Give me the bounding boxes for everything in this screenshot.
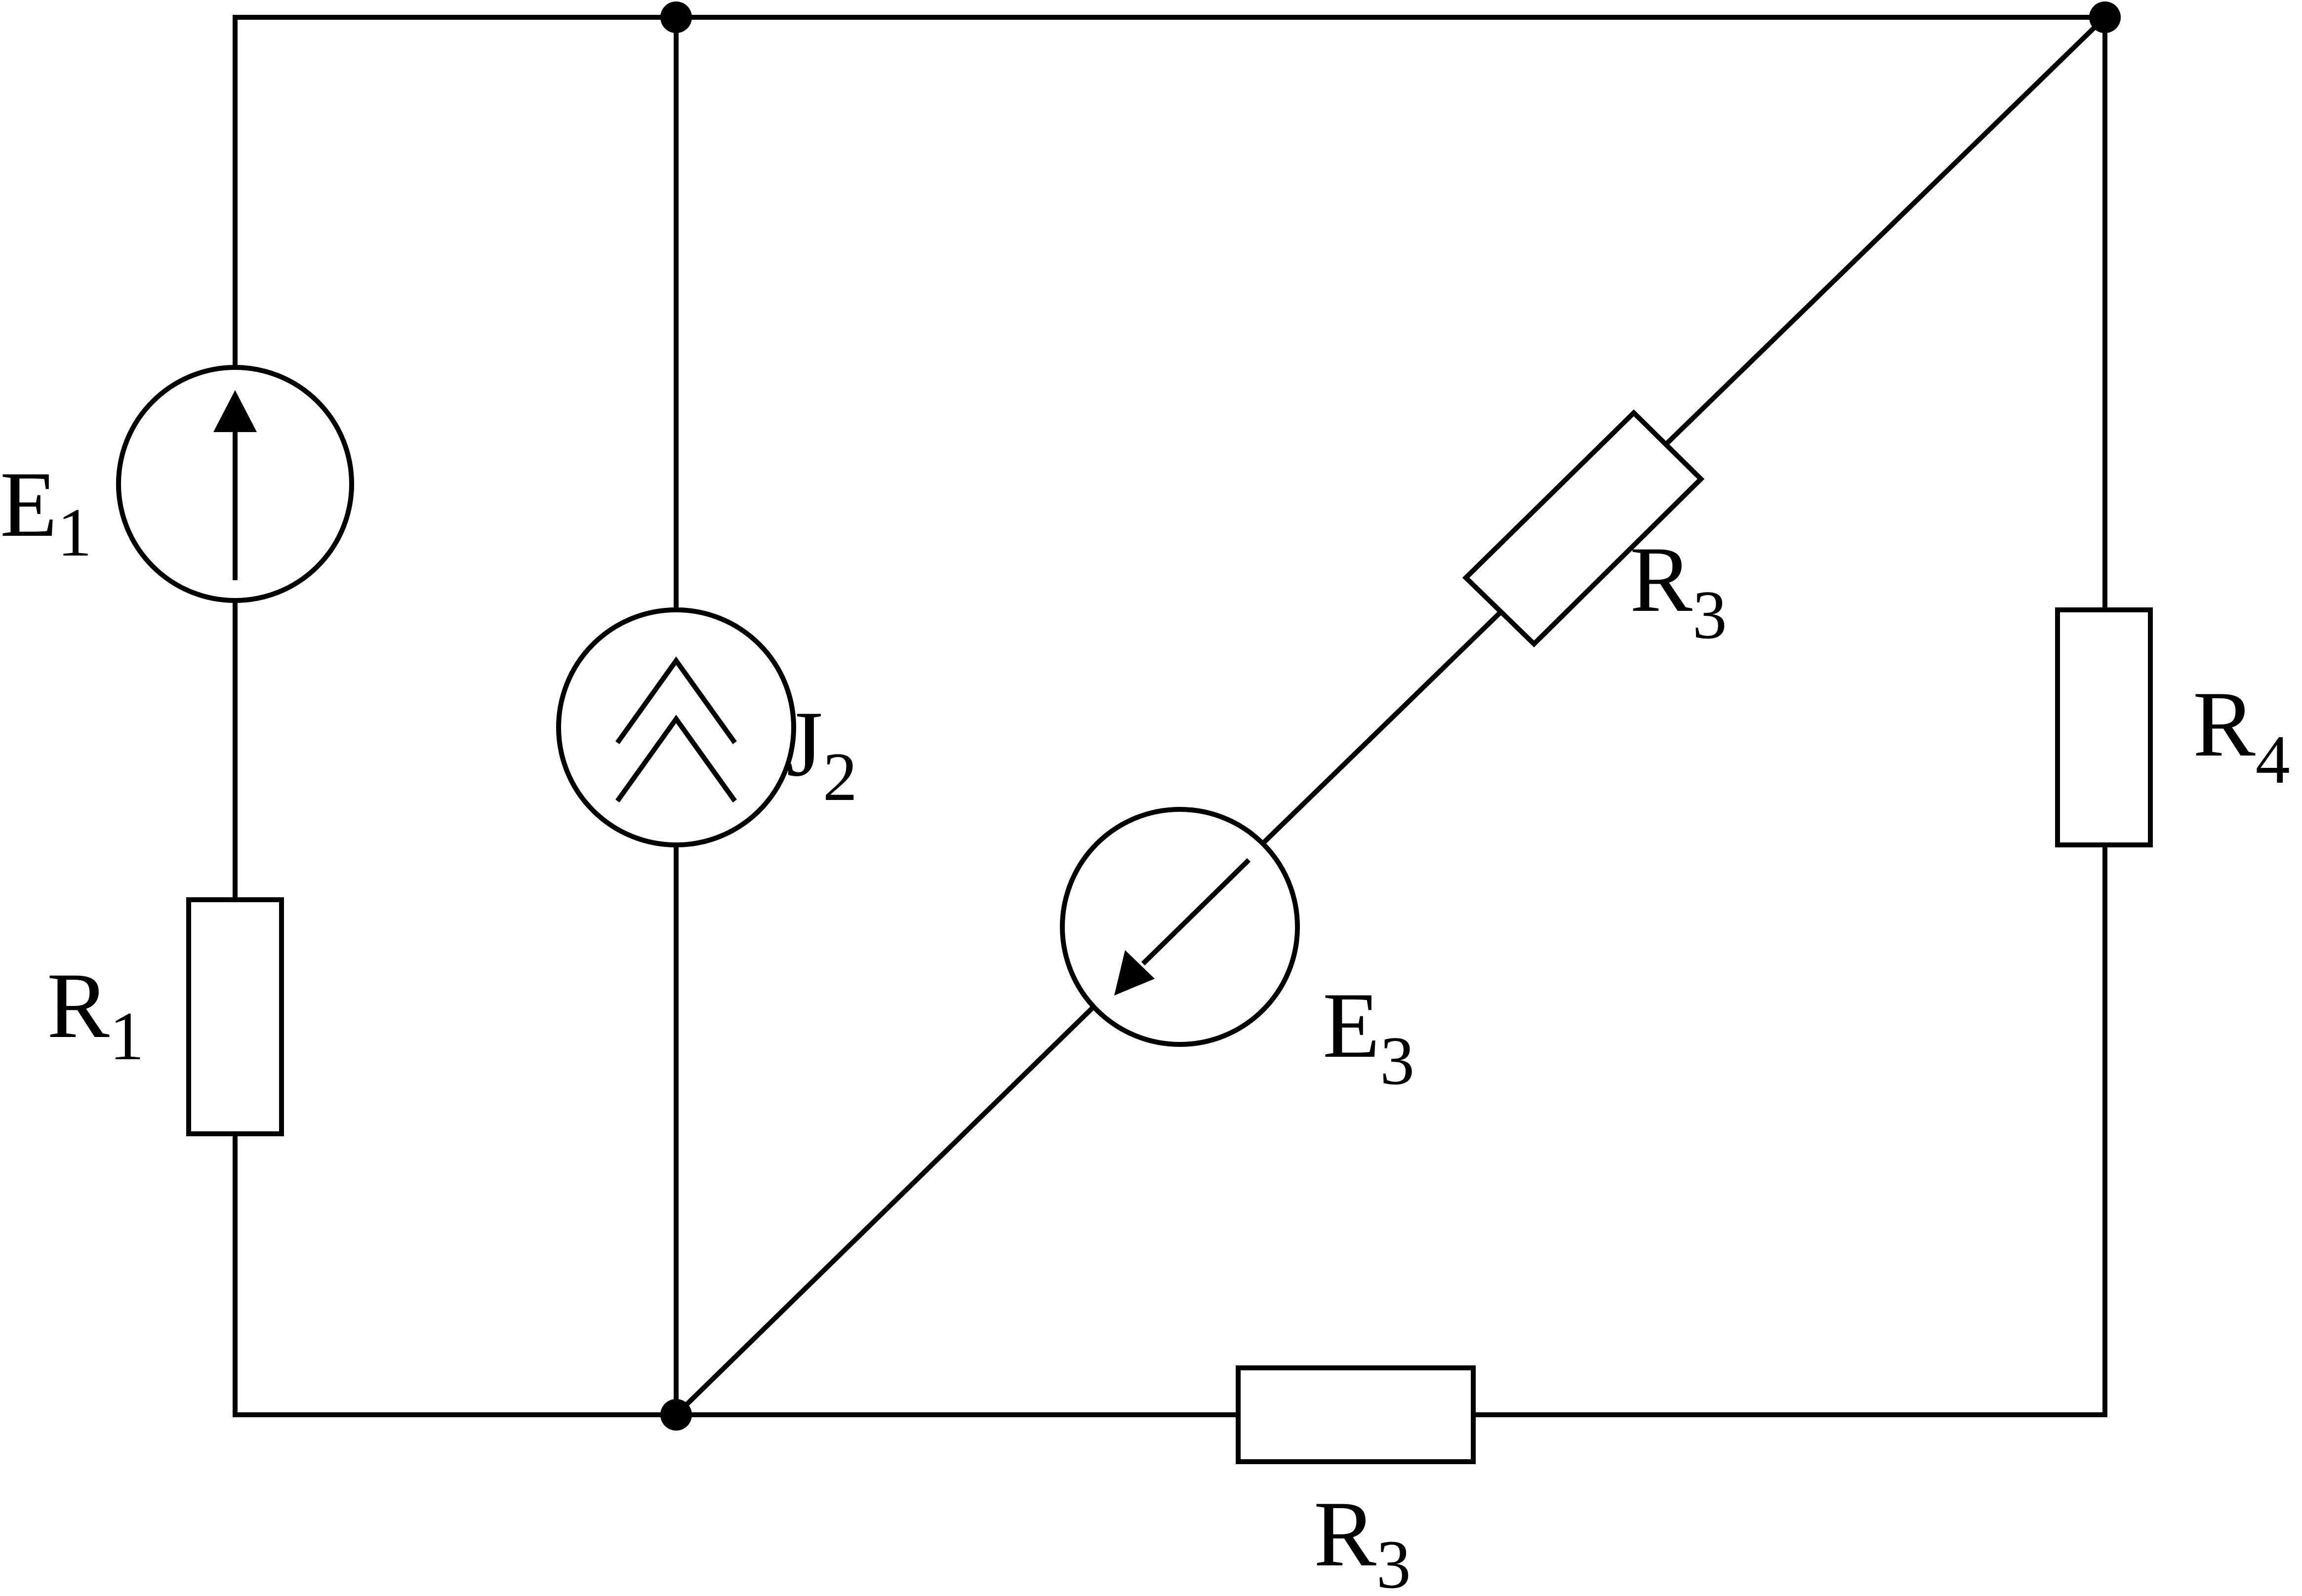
label-r4: R4 <box>2193 673 2290 798</box>
voltage-source-e3 <box>1060 807 1300 1047</box>
current-source-j2 <box>556 607 796 847</box>
wire-diagonal-bottom <box>672 1005 1095 1419</box>
label-e1: E1 <box>0 453 92 571</box>
label-r3-bottom: R3 <box>1314 1482 1411 1596</box>
wire-diagonal-top <box>1663 13 2109 447</box>
e3-arrow-shaft <box>1141 858 1251 966</box>
e1-circle-icon <box>116 365 354 603</box>
label-j2: J2 <box>786 692 857 815</box>
e3-circle-icon <box>1060 807 1300 1047</box>
node-top-right <box>2089 1 2121 33</box>
resistor-r1 <box>186 897 284 1136</box>
labels: E1 J2 R1 R3 E3 R4 R3 <box>0 453 2290 1596</box>
e1-arrow-up-icon <box>213 390 257 432</box>
j2-chevron-lower-icon <box>615 715 737 802</box>
j2-chevron-upper-icon <box>615 656 737 744</box>
e3-arrow-down-left-icon <box>1114 950 1155 996</box>
j2-circle-icon <box>556 607 796 847</box>
wires <box>233 13 2109 1419</box>
label-e3: E3 <box>1323 974 1414 1099</box>
resistor-r3-diagonal <box>1462 409 1705 647</box>
node-top-middle <box>660 1 692 33</box>
node-bottom-middle <box>660 1399 692 1431</box>
resistor-r4 <box>2055 607 2153 847</box>
wire-diagonal-middle <box>1261 609 1504 845</box>
resistor-r3-bottom <box>1236 1365 1476 1464</box>
label-r3-diagonal: R3 <box>1630 528 1727 653</box>
label-r1: R1 <box>47 954 144 1075</box>
voltage-source-e1 <box>116 365 354 603</box>
nodes <box>660 1 2121 1431</box>
